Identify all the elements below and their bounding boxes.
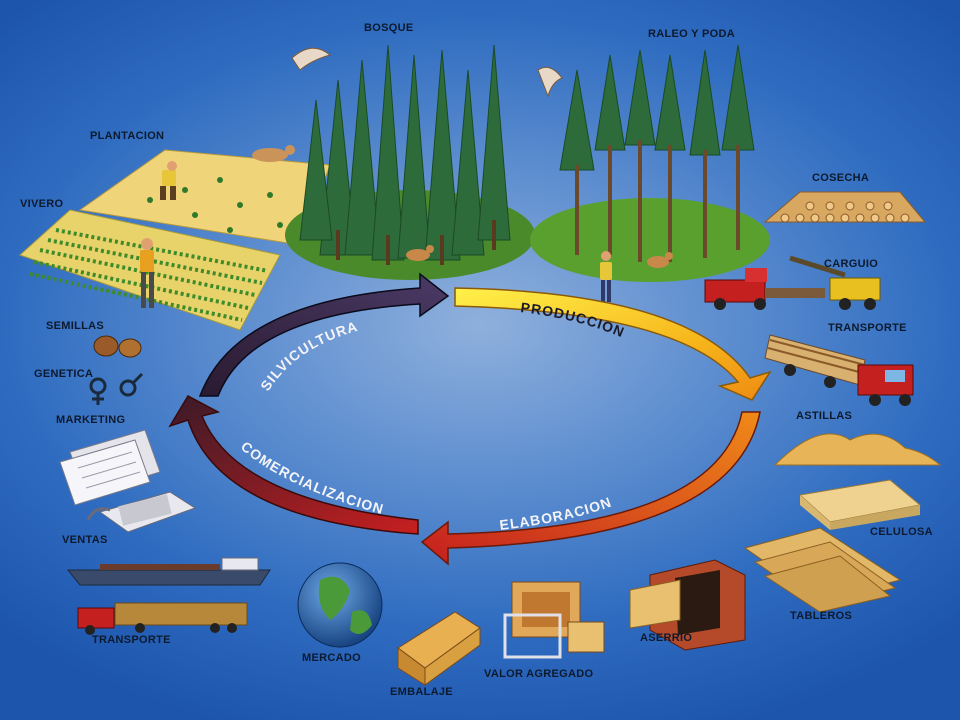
nursery-worker-icon bbox=[140, 238, 154, 308]
silvicultura-arrow bbox=[198, 272, 450, 397]
globe-icon bbox=[297, 562, 383, 648]
bird-icon bbox=[291, 47, 332, 71]
embalaje-crate-icon bbox=[397, 611, 481, 686]
deer-icon bbox=[406, 245, 434, 261]
valor-agregado-furniture-icon bbox=[503, 581, 605, 659]
carguio-loader-icon bbox=[704, 255, 881, 310]
ventas-label: VENTAS bbox=[62, 534, 108, 546]
bosque-label: BOSQUE bbox=[364, 22, 414, 34]
bird-icon bbox=[537, 66, 563, 98]
truck-icon bbox=[77, 602, 248, 635]
documents-icon bbox=[59, 429, 161, 506]
semillas-label: SEMILLAS bbox=[46, 320, 105, 332]
celulosa-sheets-icon bbox=[798, 479, 922, 530]
plantacion-field bbox=[78, 145, 331, 246]
puma-icon bbox=[252, 145, 295, 162]
elaboracion-arrow bbox=[420, 411, 761, 566]
log-truck-icon bbox=[764, 334, 914, 406]
cycle-arrows bbox=[168, 272, 772, 566]
vivero-field bbox=[19, 209, 281, 331]
pine-cones-icon bbox=[93, 335, 142, 358]
planter-worker-icon bbox=[160, 161, 177, 200]
embalaje-label: EMBALAJE bbox=[390, 686, 453, 698]
raleo-forest bbox=[530, 44, 770, 302]
mercado-label: MERCADO bbox=[302, 652, 361, 664]
vivero-label: VIVERO bbox=[20, 198, 64, 210]
transporte-bottom-label: TRANSPORTE bbox=[92, 634, 171, 646]
astillas-chips-icon bbox=[773, 433, 942, 466]
tableros-label: TABLEROS bbox=[790, 610, 853, 622]
tableros-boards-icon bbox=[743, 527, 902, 613]
cosecha-log-pile-icon bbox=[763, 191, 927, 223]
genetica-label: GENETICA bbox=[34, 368, 94, 380]
ship-icon bbox=[66, 557, 271, 586]
aserrio-label: ASERRIO bbox=[640, 632, 693, 644]
produccion-arrow bbox=[454, 287, 772, 401]
aserrio-sawmill-icon bbox=[629, 559, 746, 651]
gender-symbols-icon bbox=[89, 372, 144, 405]
marketing-label: MARKETING bbox=[56, 414, 126, 426]
bosque-forest bbox=[285, 44, 535, 280]
valor-agregado-label: VALOR AGREGADO bbox=[484, 668, 594, 680]
forester-icon bbox=[600, 251, 612, 302]
raleo-label: RALEO Y PODA bbox=[648, 28, 735, 40]
transporte-top-label: TRANSPORTE bbox=[828, 322, 907, 334]
comercializacion-arrow bbox=[168, 395, 419, 535]
cosecha-label: COSECHA bbox=[812, 172, 870, 184]
celulosa-label: CELULOSA bbox=[870, 526, 933, 538]
deer-icon bbox=[647, 252, 673, 268]
phone-icon bbox=[86, 491, 197, 533]
astillas-label: ASTILLAS bbox=[796, 410, 853, 422]
carguio-label: CARGUIO bbox=[824, 258, 879, 270]
plantacion-label: PLANTACION bbox=[90, 130, 165, 142]
